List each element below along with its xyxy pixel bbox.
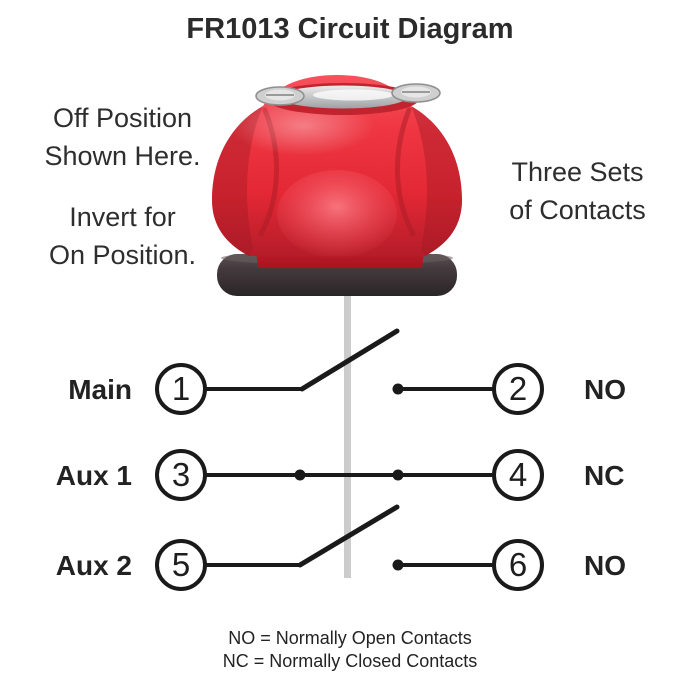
contact-dot-aux1-right: [392, 469, 404, 481]
switch-blade-main: [299, 328, 400, 392]
knob-crease-right: [395, 107, 416, 237]
legend-no: NO = Normally Open Contacts: [228, 628, 472, 648]
contact-row-main: 1 2: [155, 328, 544, 415]
knob-shadow-right: [411, 106, 462, 256]
row-label-aux2: Aux 2: [55, 550, 132, 581]
terminal-number-4: 4: [509, 456, 527, 493]
page-title: FR1013 Circuit Diagram: [186, 13, 514, 45]
terminal-number-2: 2: [509, 370, 527, 407]
note-invert: Invert for On Position.: [48, 202, 197, 270]
terminal-number-6: 6: [509, 546, 527, 583]
contact-dot-aux1-left: [294, 469, 306, 481]
terminal-circle-6: [492, 539, 544, 591]
contact-type-aux2: NO: [584, 550, 626, 581]
contact-row-aux1: 3 4: [155, 449, 544, 501]
knob-front-bump: [277, 170, 397, 258]
knob-plate-specular: [313, 89, 393, 101]
terminal-circle-4: [492, 449, 544, 501]
note-three-sets: Three Sets of Contacts: [509, 157, 646, 225]
row-label-aux1: Aux 1: [55, 460, 132, 491]
terminal-number-3: 3: [172, 456, 190, 493]
terminal-circle-2: [492, 363, 544, 415]
contact-type-main: NO: [584, 374, 626, 405]
legend: NO = Normally Open Contacts NC = Normall…: [0, 627, 700, 673]
note-off-position: Off Position Shown Here.: [44, 103, 201, 171]
legend-nc: NC = Normally Closed Contacts: [222, 651, 478, 671]
knob-shaft: [344, 290, 351, 578]
row-label-main: Main: [68, 374, 132, 405]
knob-screw-left: [255, 86, 305, 106]
contact-type-aux1: NC: [584, 460, 625, 491]
knob-photo: [212, 75, 462, 296]
terminal-number-1: 1: [172, 370, 190, 407]
contact-row-aux2: 5 6: [155, 504, 544, 591]
terminal-number-5: 5: [172, 546, 190, 583]
knob-screw-right: [391, 83, 441, 103]
switch-blade-aux2: [297, 504, 400, 568]
